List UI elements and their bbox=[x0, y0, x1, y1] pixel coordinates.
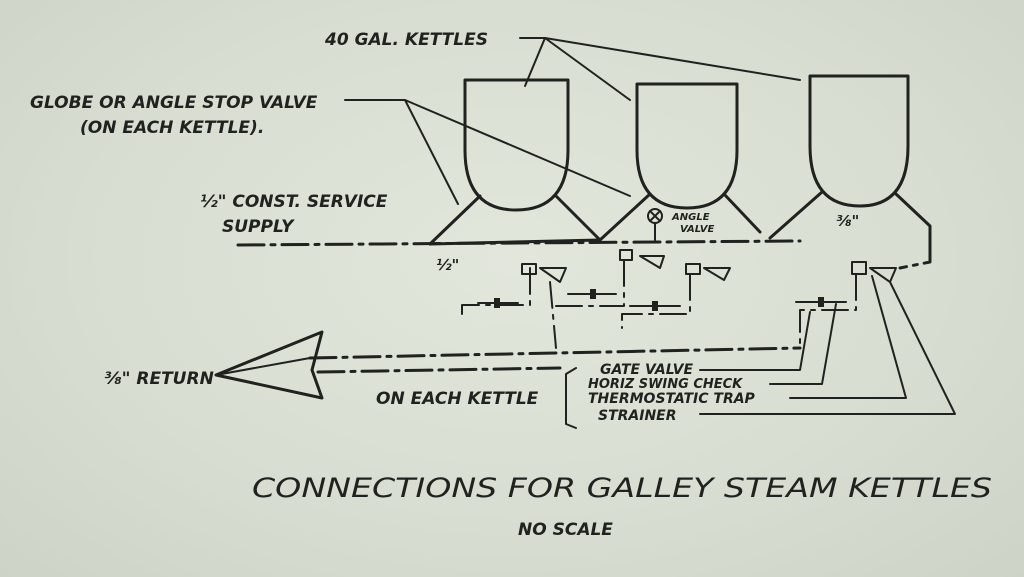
return-leaders bbox=[215, 357, 311, 376]
label-angle-valve-1: ANGLE bbox=[671, 212, 710, 223]
trap-assembly-3 bbox=[621, 263, 731, 329]
supply-riser-right bbox=[898, 240, 932, 270]
label-three-eighths: ⅜" bbox=[836, 212, 859, 230]
return-main-lower bbox=[316, 366, 562, 374]
trap-assembly-2 bbox=[555, 249, 665, 307]
label-thermostatic-trap: THERMOSTATIC TRAP bbox=[588, 391, 756, 407]
legend-leaders bbox=[565, 275, 956, 429]
label-angle-valve-2: VALVE bbox=[680, 224, 715, 235]
label-service-2: SUPPLY bbox=[222, 217, 295, 237]
stop-valve-leaders bbox=[344, 99, 631, 205]
return-main-line bbox=[308, 346, 802, 360]
kettle-1 bbox=[428, 78, 602, 246]
label-half-inch: ½" bbox=[436, 256, 459, 274]
label-strainer: STRAINER bbox=[598, 408, 677, 424]
label-on-each-kettle: ON EACH KETTLE bbox=[376, 389, 539, 409]
drawing-subtitle: NO SCALE bbox=[518, 520, 613, 540]
label-return: ⅜" RETURN bbox=[104, 369, 214, 389]
label-gate-valve: GATE VALVE bbox=[600, 362, 694, 378]
angle-valve-symbol bbox=[647, 208, 663, 241]
return-arrow bbox=[214, 330, 324, 400]
label-stop-valve-1: GLOBE OR ANGLE STOP VALVE bbox=[30, 93, 318, 113]
label-stop-valve-2: (ON EACH KETTLE). bbox=[80, 118, 264, 138]
kettle-3 bbox=[768, 74, 932, 244]
label-kettles: 40 GAL. KETTLES bbox=[324, 30, 488, 50]
trap-assembly-1 bbox=[461, 263, 567, 349]
supply-tie-1 bbox=[428, 238, 602, 246]
drawing-title: CONNECTIONS FOR GALLEY STEAM KETTLES bbox=[252, 473, 992, 504]
kettle-2 bbox=[598, 82, 762, 242]
label-swing-check: HORIZ SWING CHECK bbox=[588, 377, 743, 392]
trap-assembly-4 bbox=[795, 261, 897, 349]
kettles-leaders bbox=[519, 37, 801, 101]
label-service-1: ½" CONST. SERVICE bbox=[200, 192, 388, 212]
